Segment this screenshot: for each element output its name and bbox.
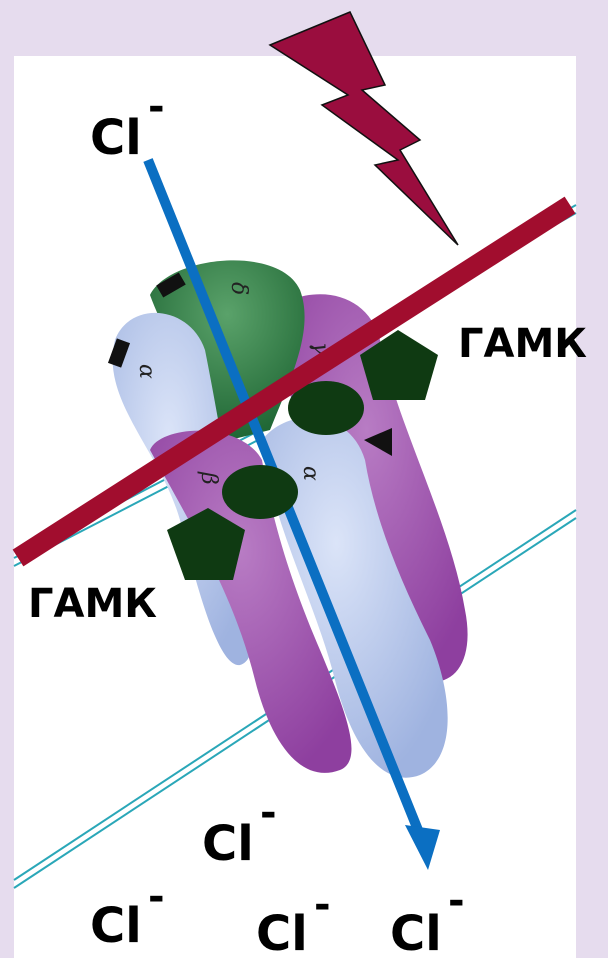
gaba-label-left: ГАМК [28, 581, 157, 627]
ion-charge: - [314, 882, 331, 928]
ion-symbol: Cl [390, 906, 442, 958]
subunit-label-alpha-front: α [298, 466, 323, 481]
ion-charge: - [148, 84, 165, 130]
ion-symbol: Cl [90, 110, 142, 166]
subunit-label-delta: δ [226, 282, 251, 295]
gaba-binding-oval [222, 465, 298, 519]
ion-symbol: Cl [202, 816, 254, 872]
ion-charge: - [448, 878, 465, 924]
ion-charge: - [260, 790, 277, 836]
subunit-label-beta: β [196, 471, 221, 485]
gaba-label-right: ГАМК [458, 321, 587, 367]
ion-charge: - [148, 874, 165, 920]
ion-symbol: Cl [256, 906, 308, 958]
subunit-label-alpha-left: α [134, 364, 159, 379]
ion-symbol: Cl [90, 898, 142, 954]
